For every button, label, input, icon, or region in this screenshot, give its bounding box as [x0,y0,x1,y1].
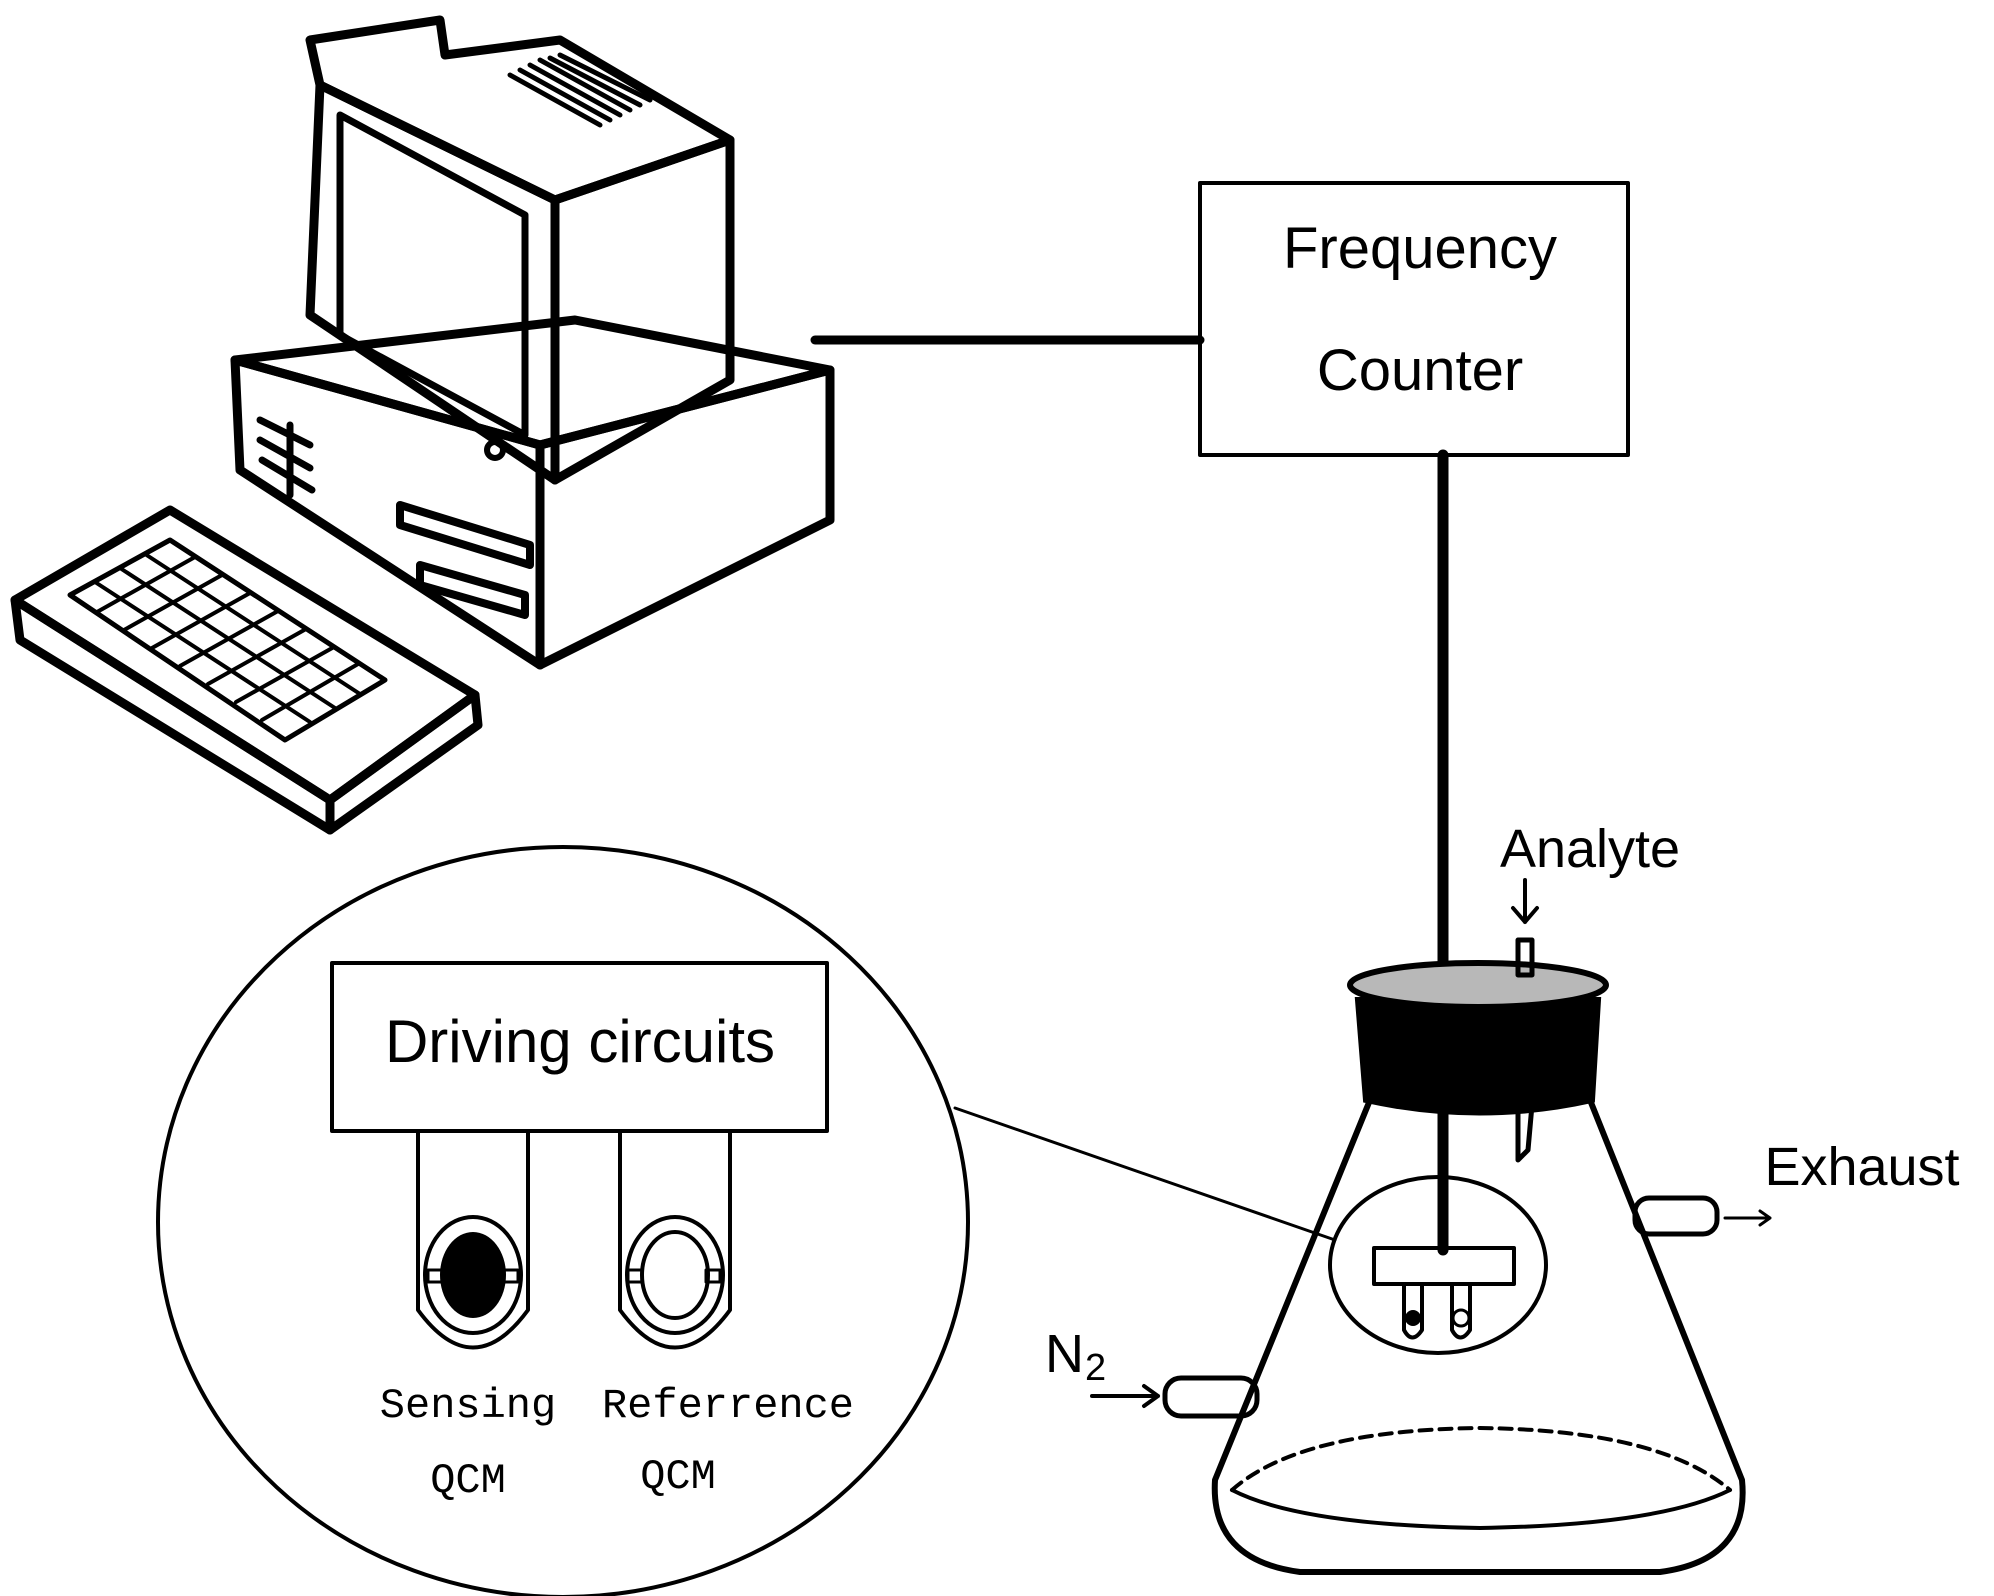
driving-circuits-box: Driving circuits [330,961,829,1133]
frequency-counter-label-line2: Counter [1317,338,1523,403]
computer-icon [10,15,835,835]
flask-sensor-region [1328,1175,1548,1355]
computer-base [230,315,835,670]
sensing-label-line1: Sensing [380,1382,556,1430]
sensing-label-line2: QCM [430,1457,506,1505]
frequency-counter-label-line1: Frequency [1283,216,1557,281]
computer-monitor [305,15,735,485]
exhaust-outlet-tube [1632,1195,1720,1237]
driving-circuits-label: Driving circuits [385,1008,775,1075]
n2-label: N 2 [1045,1324,1106,1389]
zoomed-sensor-detail: Driving circuits Sensing QCM Referrence … [156,845,970,1596]
flask-stopper-top [1347,960,1609,1010]
keyboard-icon [10,505,483,835]
flask-stopper [1354,997,1602,1116]
reference-label-line1: Referrence [602,1382,854,1430]
n2-label-subscript: 2 [1085,1347,1106,1389]
reference-label-line2: QCM [640,1453,716,1501]
exhaust-arrow-icon [1723,1209,1772,1227]
reference-qcm [618,1129,732,1350]
n2-arrow-icon [1090,1384,1160,1408]
conical-flask-icon [1090,878,1772,1575]
analyte-arrow-icon [1511,878,1539,924]
exhaust-label: Exhaust [1764,1137,1959,1197]
n2-inlet-tube [1162,1375,1260,1419]
sensing-qcm [416,1129,530,1350]
analyte-label: Analyte [1500,819,1680,879]
n2-label-main: N [1045,1324,1084,1384]
frequency-counter-box: Frequency Counter [1198,181,1630,457]
zoom-pointer-line [953,1106,1337,1242]
